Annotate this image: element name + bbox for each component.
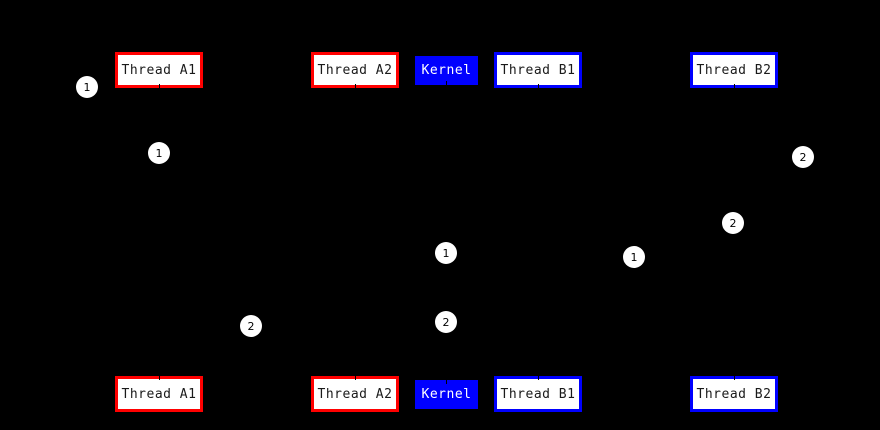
badge-2-b2-right: 2 bbox=[792, 146, 814, 168]
participant-thread-a2-top[interactable]: Thread A2 bbox=[311, 52, 399, 88]
msg-2-a1-kernel bbox=[158, 300, 446, 323]
msg-2-kernel-b2 bbox=[446, 300, 735, 323]
participant-thread-b1-top[interactable]: Thread B1 bbox=[494, 52, 582, 88]
lifeline-thread-a1 bbox=[159, 88, 160, 376]
participant-thread-a2-bottom[interactable]: Thread A2 bbox=[311, 376, 399, 412]
msg-1-a1-kernel bbox=[158, 230, 446, 254]
badge-2-kernel: 2 bbox=[435, 311, 457, 333]
badge-1-b1: 1 bbox=[623, 246, 645, 268]
participant-label: Thread B2 bbox=[696, 386, 772, 402]
lifeline-stub-kernel-top bbox=[446, 81, 447, 85]
badge-1-a1: 1 bbox=[148, 142, 170, 164]
lifeline-kernel bbox=[446, 85, 447, 380]
participant-label: Thread A1 bbox=[121, 62, 197, 78]
participant-label: Thread A2 bbox=[317, 386, 393, 402]
lifeline-stub-thread-b2-bottom bbox=[734, 376, 735, 380]
lifeline-stub-thread-a1-top bbox=[159, 84, 160, 88]
badge-1-left-edge: 1 bbox=[76, 76, 98, 98]
participant-label: Kernel bbox=[421, 63, 472, 78]
participant-label: Thread B1 bbox=[500, 386, 576, 402]
participant-thread-a1-bottom[interactable]: Thread A1 bbox=[115, 376, 203, 412]
msg-2-b2-self bbox=[733, 134, 734, 180]
participant-kernel-bottom[interactable]: Kernel bbox=[415, 380, 478, 409]
lifeline-stub-thread-b2-top bbox=[734, 84, 735, 88]
participant-thread-b2-top[interactable]: Thread B2 bbox=[690, 52, 778, 88]
participant-thread-b1-bottom[interactable]: Thread B1 bbox=[494, 376, 582, 412]
lifeline-stub-thread-a1-bottom bbox=[159, 376, 160, 380]
msg-1-kernel-b1 bbox=[446, 234, 735, 254]
participant-label: Thread A2 bbox=[317, 62, 393, 78]
lifeline-stub-kernel-bottom bbox=[446, 380, 447, 384]
lifeline-stub-thread-b1-bottom bbox=[538, 376, 539, 380]
participant-label: Thread B2 bbox=[696, 62, 772, 78]
badge-2-b2: 2 bbox=[722, 212, 744, 234]
participant-kernel-top[interactable]: Kernel bbox=[415, 56, 478, 85]
lifeline-stub-thread-a2-top bbox=[355, 84, 356, 88]
participant-thread-b2-bottom[interactable]: Thread B2 bbox=[690, 376, 778, 412]
participant-label: Thread B1 bbox=[500, 62, 576, 78]
participant-label: Thread A1 bbox=[121, 386, 197, 402]
lifeline-thread-b1 bbox=[538, 88, 539, 376]
participant-label: Kernel bbox=[421, 387, 472, 402]
lifeline-stub-thread-b1-top bbox=[538, 84, 539, 88]
badge-1-kernel: 1 bbox=[435, 242, 457, 264]
participant-thread-a1-top[interactable]: Thread A1 bbox=[115, 52, 203, 88]
lifeline-stub-thread-a2-bottom bbox=[355, 376, 356, 380]
lifeline-thread-a2 bbox=[355, 88, 356, 376]
badge-2-a1: 2 bbox=[240, 315, 262, 337]
